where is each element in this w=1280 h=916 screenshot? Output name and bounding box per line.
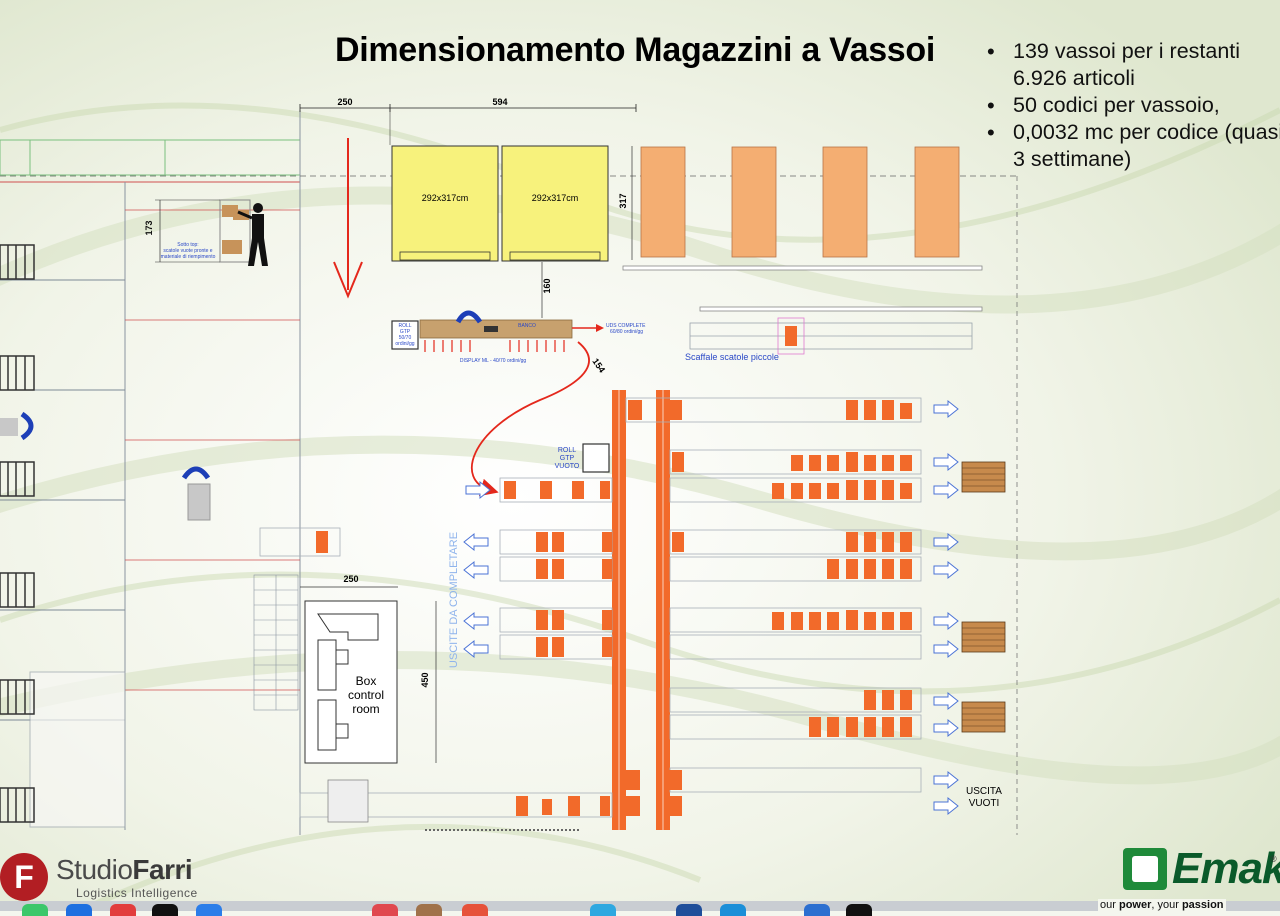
studiofarri-name-light: Studio — [56, 854, 133, 885]
dock-app-icon[interactable] — [66, 904, 92, 916]
roll-gtp-vuoto-label: VUOTO — [555, 463, 580, 470]
dock-app-icon[interactable] — [462, 904, 488, 916]
uds-complete-label: UDS COMPLETE — [606, 323, 646, 329]
dock-app-icon[interactable] — [110, 904, 136, 916]
orange-storage-blocks — [640, 146, 960, 258]
display-ml-label: DISPLAY ML - 40/70 ordini/gg — [460, 358, 527, 364]
dock-strip — [0, 901, 1280, 916]
control-room — [304, 600, 398, 764]
emak-wordmark: Emak — [1172, 844, 1280, 893]
note-item: 139 vassoi per i restanti 6.926 articoli — [985, 38, 1280, 92]
warehouse-size-label: 292x317cm — [422, 193, 469, 203]
note-item: 50 codici per vassoio, — [985, 92, 1280, 119]
top-dimension-line — [299, 104, 637, 145]
roll-gtp-label: 50/70 — [399, 335, 412, 341]
dimension-450: 450 — [420, 672, 430, 687]
tagline-part: power — [1118, 899, 1152, 911]
control-room-label: Box — [356, 674, 377, 688]
orange-trays — [316, 400, 912, 816]
studiofarri-name-bold: Farri — [132, 854, 193, 885]
dock-app-icon[interactable] — [590, 904, 616, 916]
direction-arrows-left — [463, 532, 489, 659]
page-title: Dimensionamento Magazzini a Vassoi — [334, 30, 936, 69]
operator-icon — [0, 411, 34, 441]
control-room-label: control — [348, 688, 384, 702]
dimension-317: 317 — [618, 193, 628, 208]
dock-app-icon[interactable] — [372, 904, 398, 916]
scaffale-label: Scaffale scatole piccole — [685, 352, 779, 362]
vertical-conveyor — [612, 390, 670, 830]
dock-app-icon[interactable] — [846, 904, 872, 916]
dimension-594: 594 — [492, 97, 507, 107]
dock-app-icon[interactable] — [416, 904, 442, 916]
roll-gtp-empty-box — [582, 443, 610, 473]
roll-gtp-box — [391, 320, 419, 350]
control-room-label: room — [352, 702, 379, 716]
banco-label: BANCO — [518, 323, 536, 329]
tray-warehouse-1 — [391, 145, 499, 262]
dimension-173: 173 — [144, 220, 154, 235]
roll-gtp-vuoto-label: GTP — [560, 455, 575, 462]
uscita-vuoti-label: USCITA — [966, 786, 1002, 797]
notes-list: 139 vassoi per i restanti 6.926 articoli… — [985, 38, 1280, 173]
wooden-pallets — [961, 461, 1006, 733]
note-item: 0,0032 mc per codice (quasi 3 settimane) — [985, 119, 1280, 173]
warehouse-size-label: 292x317cm — [532, 193, 579, 203]
emak-mark-icon — [1123, 848, 1167, 890]
display-arrows — [424, 340, 565, 352]
left-building-structure — [0, 110, 301, 835]
dimension-250-box: 250 — [343, 574, 358, 584]
machine-box — [327, 779, 369, 823]
staircase — [253, 574, 299, 711]
sotto-top-label: Sotto top: — [177, 242, 198, 248]
operator-icon — [455, 310, 483, 324]
uscita-vuoti-label: VUOTI — [969, 798, 1000, 809]
dock-app-icon[interactable] — [196, 904, 222, 916]
dimension-160: 160 — [542, 278, 552, 293]
dimension-250: 250 — [337, 97, 352, 107]
tagline-part: , your — [1151, 899, 1182, 911]
dock-app-icon[interactable] — [720, 904, 746, 916]
dock-app-icon[interactable] — [152, 904, 178, 916]
dock-app-icon[interactable] — [676, 904, 702, 916]
studiofarri-subtitle: Logistics Intelligence — [76, 886, 198, 900]
flow-arrow-curve — [471, 341, 590, 497]
small-box-shelf — [689, 317, 973, 355]
uscite-da-completare-label: USCITE DA COMPLETARE — [448, 532, 460, 668]
dimension-154: 154 — [590, 356, 607, 374]
emak-tagline: our power, your passion — [1098, 899, 1226, 911]
worker-with-boxes-figure — [219, 199, 268, 266]
roll-gtp-label: GTP — [400, 329, 411, 335]
left-rack-symbols — [0, 244, 35, 823]
dock-app-icon[interactable] — [22, 904, 48, 916]
roll-gtp-label: ordini/gg — [395, 341, 414, 347]
tagline-part: our — [1100, 899, 1119, 911]
uds-complete-label: 60/80 ordini/gg — [610, 329, 643, 335]
studiofarri-mark-icon: F — [0, 853, 48, 901]
tray-warehouse-2 — [501, 145, 609, 262]
direction-arrows-right — [465, 399, 959, 816]
tagline-part: passion — [1181, 899, 1224, 911]
emak-registered: ® — [1270, 854, 1277, 864]
sotto-top-label: materiale di riempimento — [161, 254, 216, 260]
emak-logo: Emak ® — [1120, 844, 1280, 896]
studiofarri-logo: F StudioFarri Logistics Intelligence — [0, 851, 210, 901]
dock-app-icon[interactable] — [804, 904, 830, 916]
roll-gtp-vuoto-label: ROLL — [558, 447, 576, 454]
operator-icon — [181, 466, 211, 521]
roll-gtp-label: ROLL — [398, 323, 411, 329]
sotto-top-label: scatole vuote pronte e — [163, 248, 212, 254]
